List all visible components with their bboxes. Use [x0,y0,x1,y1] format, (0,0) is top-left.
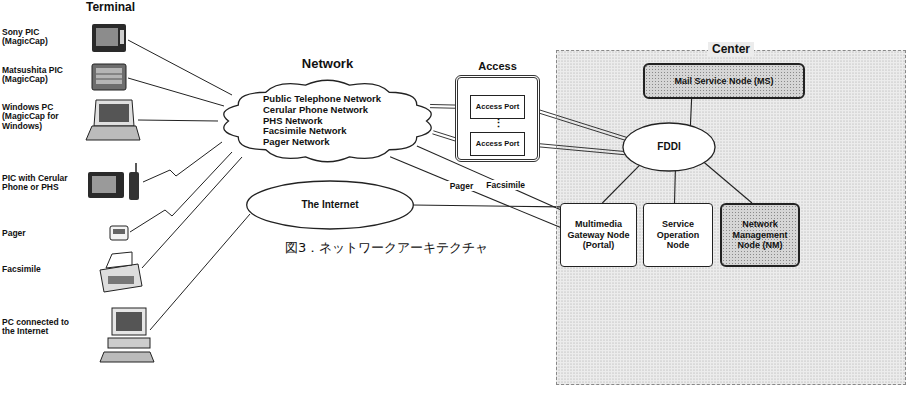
access-port-box: Access Port [470,95,525,119]
node-text: Service Operation Node [648,219,708,250]
facsimile-icon [100,252,142,292]
terminal-label: Sony PIC (MagicCap) [2,28,64,47]
column-heading: Terminal [86,1,166,14]
network-management-node: Network Management Node (NM) [720,203,800,267]
desktop-pc-icon [100,308,154,362]
access-port-box: Access Port [470,132,525,156]
node-text: Access Port [476,140,519,149]
node-body: Network Management Node (NM) [722,216,798,253]
connector-line [390,157,560,228]
sony-pic-icon [92,24,126,52]
node-body: Access Port [471,100,524,115]
connector [674,171,676,203]
internet-ellipse: The Internet [245,180,415,230]
node-text: Access Port [476,103,519,112]
connector-label: Facsimile [484,180,527,190]
connector-line [412,205,560,207]
node-body: Public Telephone NetworkCerular Phone Ne… [215,90,440,153]
terminal-label: PIC with Cerular Phone or PHS [2,174,72,193]
ellipse-shape [247,181,414,229]
cloud-shape [224,80,431,162]
node-text: PHS Network [263,116,323,127]
center-fill [556,50,906,385]
connector-line [690,99,691,126]
matsushita-pic-icon [92,64,126,90]
terminal-label: Windows PC (MagicCap for Windows) [2,103,66,131]
node-text: Cerular Phone Network [263,105,368,116]
connector [704,162,752,203]
ellipse-shape [623,123,715,171]
terminal-label: Pager [2,229,62,238]
terminal-label: PC connected to the Internet [2,318,74,337]
service-operation-node: Service Operation Node [643,203,713,267]
connector-label: Pager [448,181,476,191]
node-text: Facsimile Network [263,126,346,137]
center-region-heading: Center [708,42,754,56]
node-body: Access Port [471,137,524,152]
gateway-node: Multimedia Gateway Node (Portal) [560,203,637,267]
terminal-links [128,40,250,330]
center-region: CenterMail Service Node (MS)FDDIMultimed… [556,50,906,385]
connector-line [704,162,752,203]
connector [690,99,691,126]
network-cloud-heading: Network [302,56,353,71]
network-cloud: NetworkPublic Telephone NetworkCerular P… [215,75,440,167]
connector-line [674,171,676,203]
mail-service-node: Mail Service Node (MS) [643,63,805,99]
connector-line [525,105,626,137]
node-text: Pager Network [263,137,330,148]
node-text: Mail Service Node (MS) [674,76,773,86]
node-body: Service Operation Node [644,216,712,253]
node-body: Multimedia Gateway Node (Portal) [561,216,636,253]
pic-phone-icon [88,163,139,200]
node-body: Mail Service Node (MS) [645,73,803,89]
connector-line [602,165,639,203]
connector [412,205,560,207]
terminal-label: Facsimile [2,265,62,274]
node-body: The Internet [245,196,415,214]
connector [602,165,639,203]
node-text: The Internet [301,199,358,211]
terminal-label: Matsushita PIC (MagicCap) [2,66,86,85]
fddi-ring: FDDI [622,122,716,172]
node-body: FDDI [622,138,716,156]
node-text: Public Telephone Network [263,94,381,105]
node-text: Network Management Node (NM) [726,219,794,250]
pager-icon [110,226,128,240]
figure-caption: 図3．ネットワークアーキテクチャ [285,239,488,257]
node-text: FDDI [657,141,680,153]
access-box-heading: Access [478,60,517,72]
ellipsis-mark: ⋮ [493,117,505,129]
node-text: Multimedia Gateway Node (Portal) [565,219,632,250]
connector [390,157,560,228]
laptop-icon [86,100,140,140]
cloud-outline [215,75,440,167]
